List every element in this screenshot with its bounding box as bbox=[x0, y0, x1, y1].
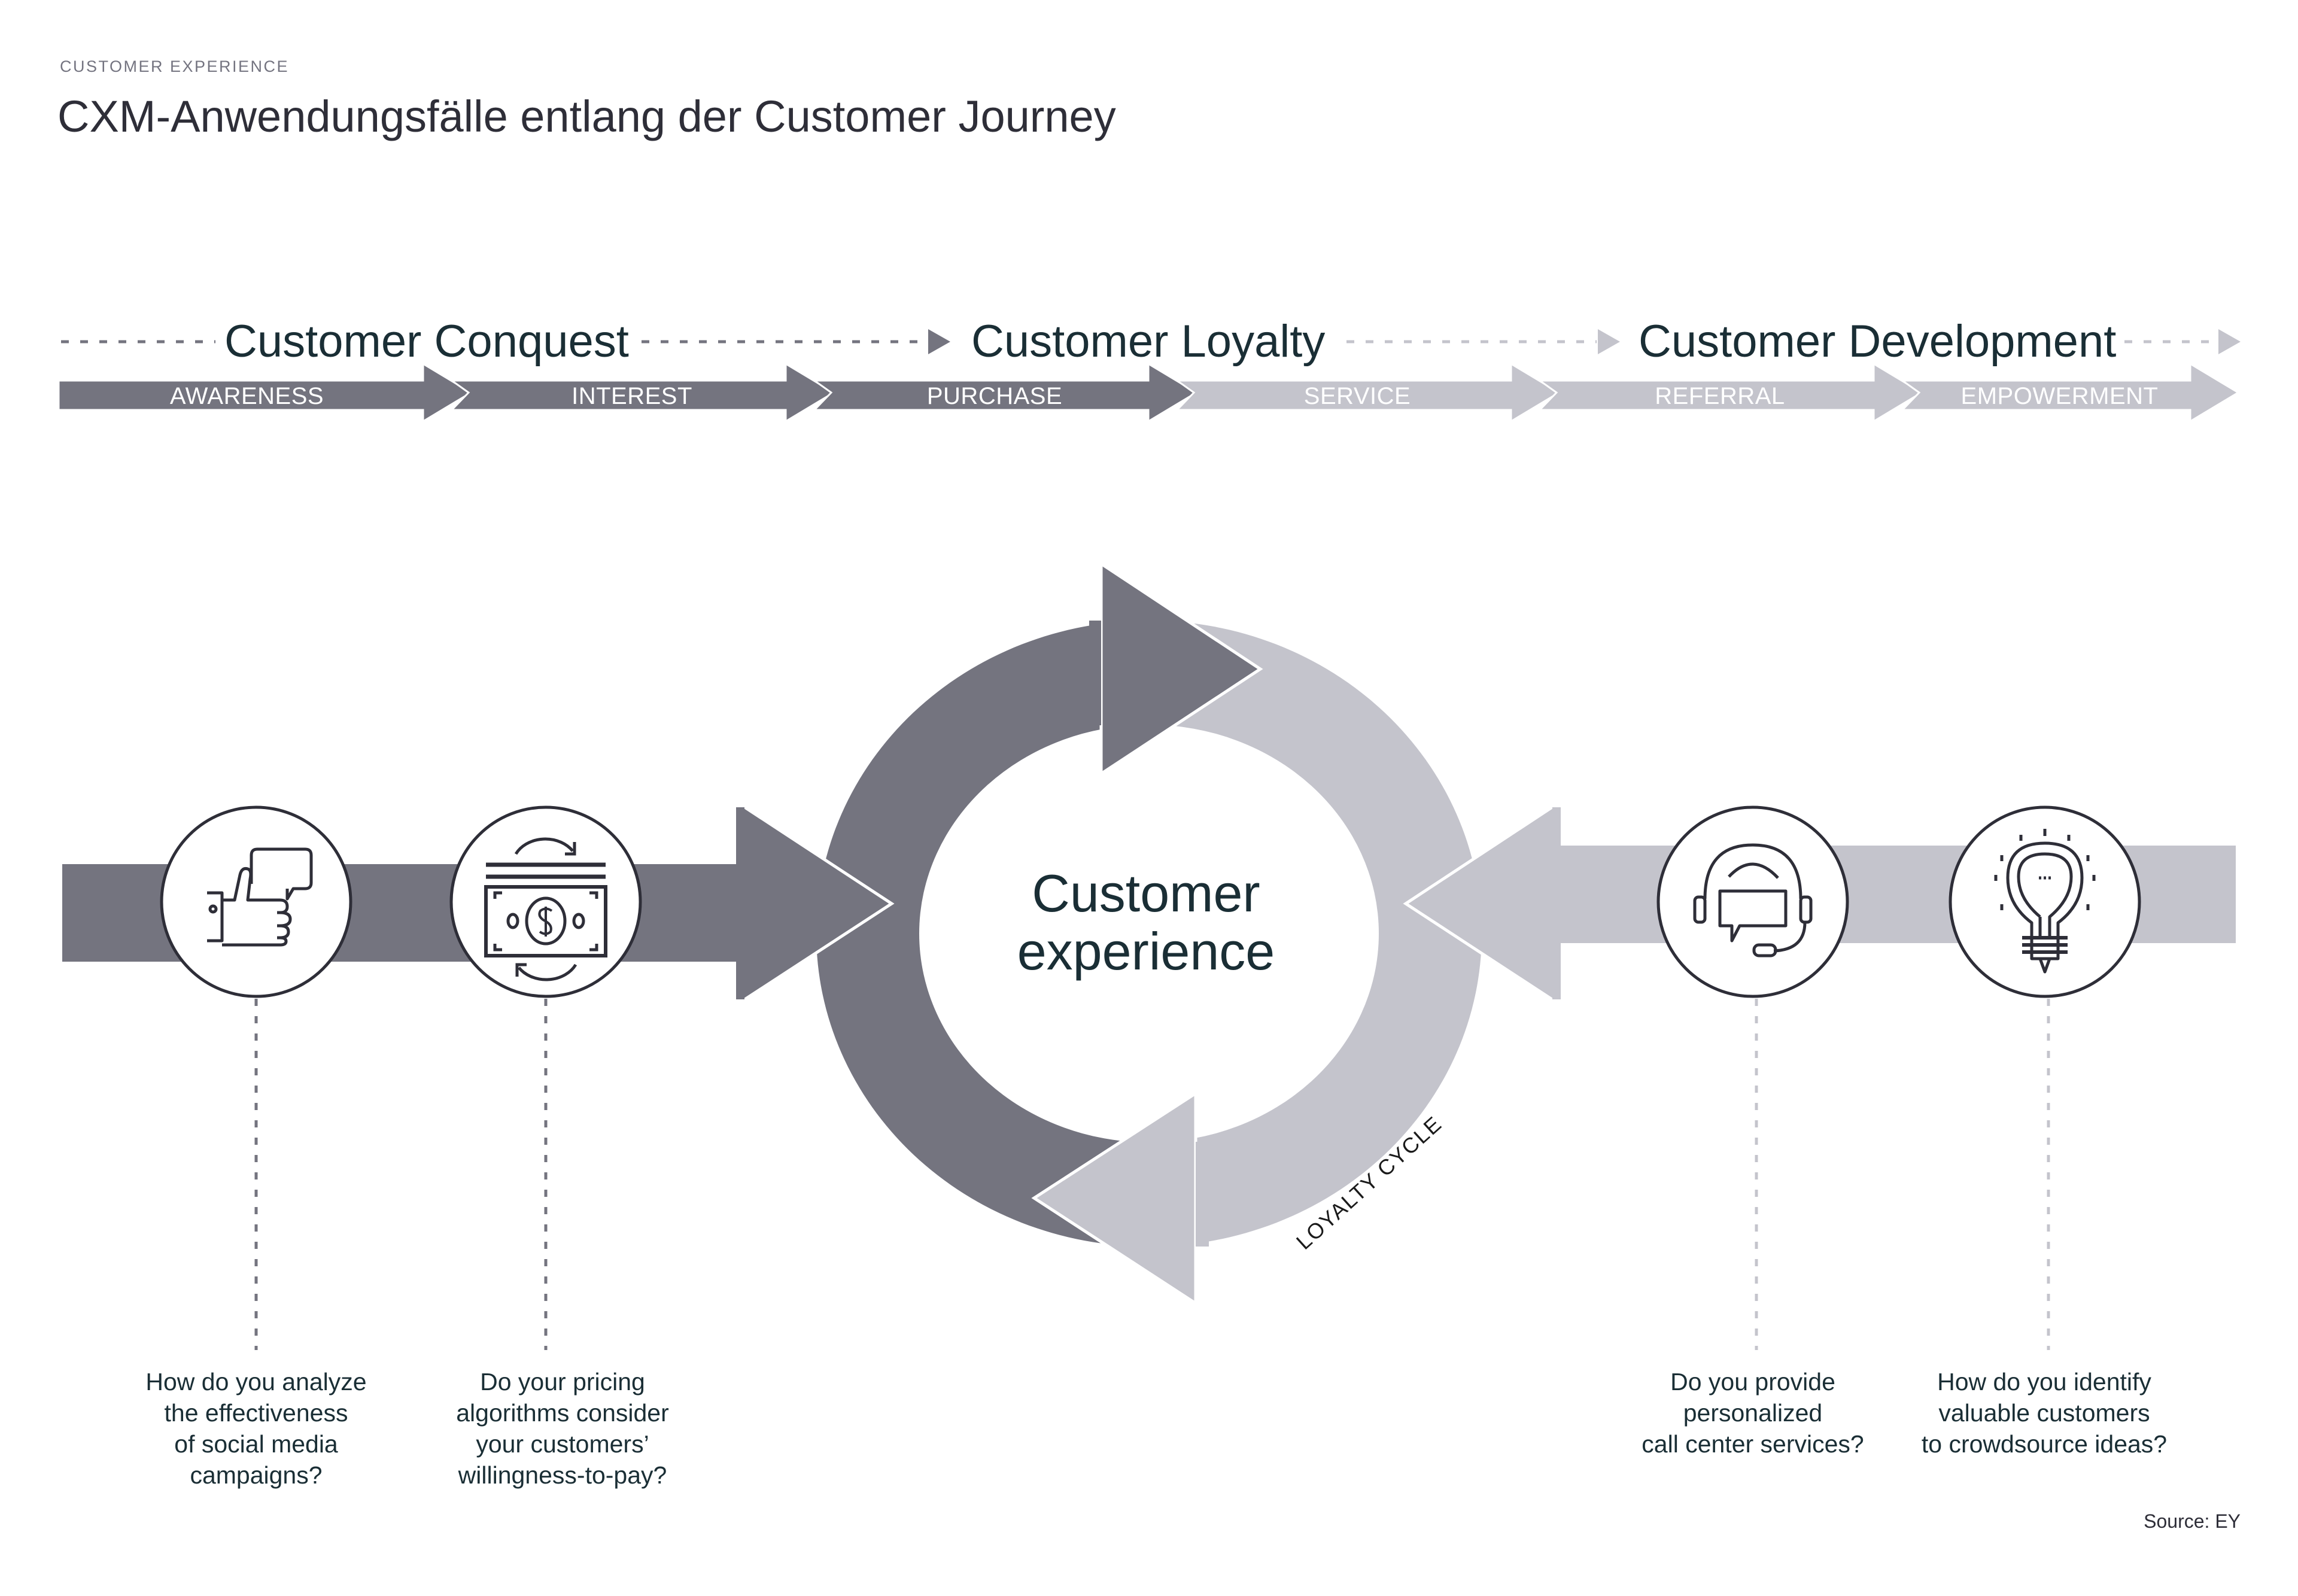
stage-chevron-awareness bbox=[57, 362, 473, 423]
page-title: CXM-Anwendungsfälle entlang der Customer… bbox=[57, 92, 1116, 141]
phase-row: Customer Conquest Customer Loyalty Custo… bbox=[61, 316, 2241, 367]
center-label-line1: Customer bbox=[1032, 864, 1260, 923]
use-case-icon-3 bbox=[1656, 805, 1849, 998]
use-case-icon-4 bbox=[1949, 805, 2141, 998]
use-case-question-3: Do you provide personalized call center … bbox=[1642, 1368, 1864, 1458]
loyalty-cycle bbox=[816, 621, 1482, 1247]
development-arrow-tip-patch bbox=[1552, 807, 1561, 999]
use-case-icon-1 bbox=[160, 805, 352, 998]
phase-label-development: Customer Development bbox=[1639, 316, 2116, 367]
banknote-exchange-icon bbox=[484, 837, 607, 981]
phase-label-conquest: Customer Conquest bbox=[224, 316, 629, 367]
cycle-arc-dark bbox=[816, 621, 1149, 1247]
lightbulb-idea-icon bbox=[1994, 829, 2096, 974]
stage-chevron-interest bbox=[449, 362, 835, 423]
phase-arrowhead-2 bbox=[928, 329, 950, 354]
cycle-arrowhead-top-fill bbox=[1089, 621, 1101, 725]
stage-label-purchase: PURCHASE bbox=[927, 383, 1062, 409]
stage-chevron-purchase bbox=[811, 362, 1198, 423]
use-case-icon-2 bbox=[449, 805, 642, 998]
source-note: Source: EY bbox=[2144, 1510, 2241, 1532]
thumbs-up-speech-bubble-icon bbox=[207, 847, 313, 947]
stage-chevron-referral bbox=[1537, 362, 1923, 423]
cycle-arc-light bbox=[1149, 621, 1482, 1247]
stage-label-service: SERVICE bbox=[1304, 383, 1411, 409]
stage-label-awareness: AWARENESS bbox=[170, 383, 324, 409]
stage-label-interest: INTEREST bbox=[572, 383, 692, 409]
stage-chevron-service bbox=[1174, 362, 1561, 423]
use-case-question-2: Do your pricing algorithms consider your… bbox=[456, 1368, 669, 1489]
section-eyebrow: CUSTOMER EXPERIENCE bbox=[60, 57, 290, 75]
headset-chat-icon bbox=[1693, 843, 1813, 957]
cycle-arrowhead-bottom-fill bbox=[1196, 1142, 1209, 1247]
stage-row: AWARENESS INTEREST PURCHASE SERVICE REFERRAL… bbox=[57, 362, 2240, 423]
phase-label-loyalty: Customer Loyalty bbox=[971, 316, 1325, 367]
stage-label-referral: REFERRAL bbox=[1655, 383, 1785, 409]
stage-chevron-empowerment bbox=[1899, 362, 2240, 423]
center-label-line2: experience bbox=[1017, 922, 1275, 981]
use-case-question-1: How do you analyze the effectiveness of … bbox=[145, 1368, 367, 1489]
phase-arrowhead-3 bbox=[1598, 329, 1620, 354]
conquest-arrow-tip-patch bbox=[736, 807, 744, 999]
use-case-question-4: How do you identify valuable customers t… bbox=[1921, 1368, 2168, 1458]
phase-arrowhead-4 bbox=[2218, 329, 2241, 354]
stage-label-empowerment: EMPOWERMENT bbox=[1961, 383, 2159, 409]
